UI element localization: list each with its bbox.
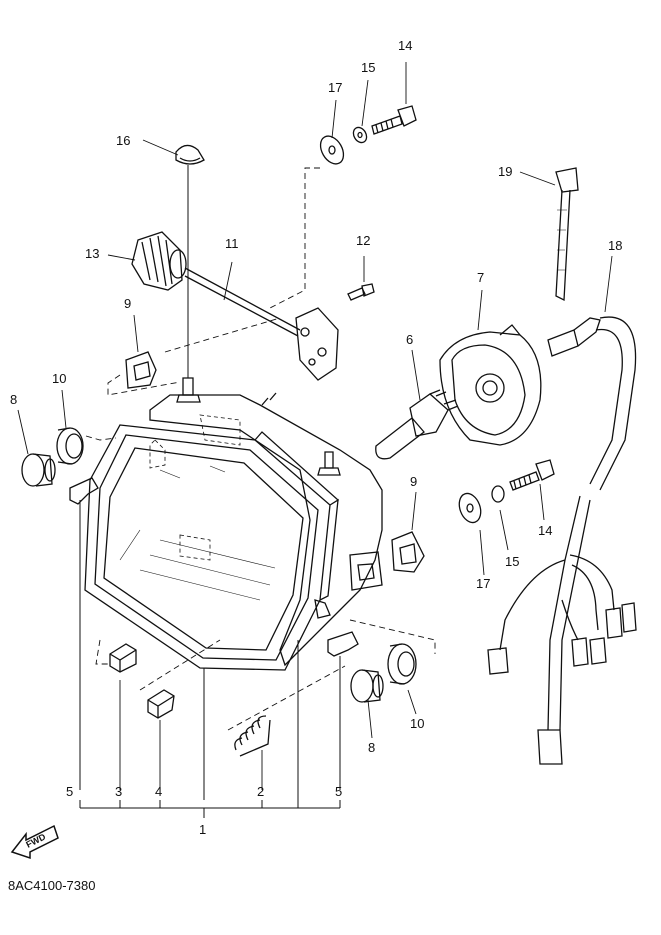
grommet-9-upper [125, 314, 157, 389]
headlight-unit [84, 377, 383, 671]
callout-12: 12 [356, 233, 370, 248]
socket-cover-7 [439, 289, 542, 446]
adjuster-knob-13 [107, 231, 187, 291]
callout-6: 6 [406, 332, 413, 347]
bulb-6 [375, 349, 459, 460]
grommet-10-left [56, 389, 84, 465]
callout-10-right: 10 [410, 716, 424, 731]
callout-17-right: 17 [476, 576, 490, 591]
callout-14-top: 14 [398, 38, 412, 53]
callout-3: 3 [115, 784, 122, 799]
callout-17-top: 17 [328, 80, 342, 95]
nut-3 [109, 643, 137, 790]
bolt-14-top [371, 62, 417, 135]
callout-18: 18 [608, 238, 622, 253]
callout-15-top: 15 [361, 60, 375, 75]
spring-2 [234, 715, 271, 790]
callout-5-left: 5 [66, 784, 73, 799]
adjusting-screw-11 [184, 261, 339, 381]
wire-harness-18 [487, 255, 637, 765]
screw-12 [347, 256, 375, 301]
callout-8-right: 8 [368, 740, 375, 755]
callout-13: 13 [85, 246, 99, 261]
callout-8-left: 8 [10, 392, 17, 407]
washer-15-right [491, 485, 509, 551]
grommet-9-lower [391, 491, 425, 573]
bolt-14-right [509, 459, 555, 521]
grommet-10-right [387, 643, 417, 715]
callout-7: 7 [477, 270, 484, 285]
callout-16: 16 [116, 133, 130, 148]
callout-10-left: 10 [52, 371, 66, 386]
washer-15-top [352, 79, 369, 144]
callout-2: 2 [257, 784, 264, 799]
clip-5-right [327, 631, 359, 790]
grommet-16 [142, 139, 205, 378]
washer-17-right [458, 492, 485, 576]
washer-17-top [319, 99, 345, 165]
callout-9-lower: 9 [410, 474, 417, 489]
callout-1: 1 [199, 822, 206, 837]
callout-15-right: 15 [505, 554, 519, 569]
fwd-arrow-icon [10, 824, 59, 860]
nut-4 [147, 689, 175, 790]
damper-8-left [17, 409, 56, 487]
callout-5-right: 5 [335, 784, 342, 799]
cable-tie-19 [519, 167, 579, 302]
callout-11: 11 [225, 236, 239, 251]
callout-9-upper: 9 [124, 296, 131, 311]
callout-19: 19 [498, 164, 512, 179]
callout-14-right: 14 [538, 523, 552, 538]
callout-4: 4 [155, 784, 162, 799]
fwd-label: FWD [24, 831, 47, 849]
damper-8-right [350, 669, 384, 739]
part-code: 8AC4100-7380 [8, 878, 96, 893]
clip-5-left [69, 477, 99, 790]
